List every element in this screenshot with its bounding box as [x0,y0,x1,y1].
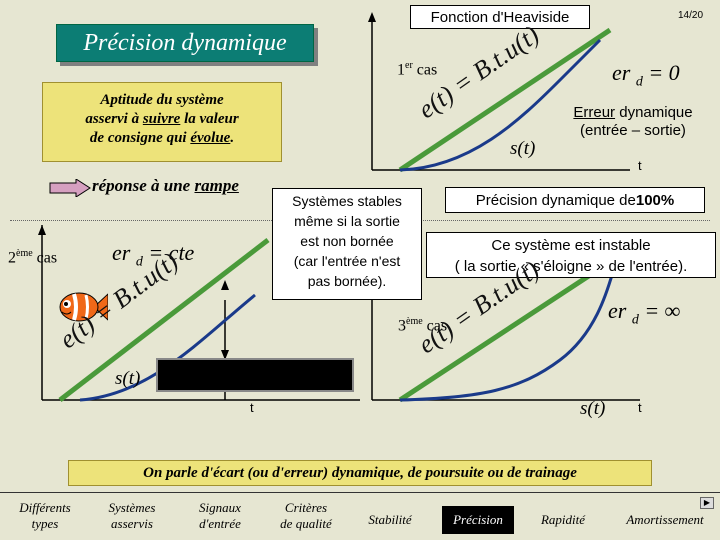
reponse-rampe: réponse à une rampe [92,176,239,195]
stables-box: Systèmes stables même si la sortie est n… [272,188,422,300]
heaviside-header: Fonction d'Heaviside [410,5,590,29]
precision-100-box: Précision dynamique de 100% [445,187,705,213]
bottom-banner: On parle d'écart (ou d'erreur) dynamique… [68,460,652,486]
clownfish-icon [59,292,108,322]
aptitude-box: Aptitude du système asservi à suivre la … [42,82,282,162]
case2-error: er d = cte [112,240,195,270]
case1-label: 1er cas [397,60,438,79]
heaviside-label: Fonction d'Heaviside [430,8,570,26]
nav-systemes-asservis[interactable]: Systèmes asservis [108,500,156,531]
case2-output-label: s(t) [115,368,141,389]
nav-differents-types[interactable]: Différents types [19,500,71,531]
nav-rapidite[interactable]: Rapidité [540,512,586,527]
aptitude-line1: Aptitude du système [100,92,224,108]
case3-error: er d = ∞ [608,298,681,328]
nav-separator [0,492,720,493]
nav-amortissement[interactable]: Amortissement [626,512,704,527]
case3-label: 3ème cas [398,316,448,335]
case2-blackout [156,358,354,392]
page-title-badge: Précision dynamique [56,24,314,62]
case1-output-label: s(t) [510,138,536,159]
page-title: Précision dynamique [83,29,287,56]
nav-signaux-entree[interactable]: Signaux d'entrée [199,500,241,531]
case1-axes [368,12,630,171]
case2-t-axis-label: t [250,400,254,415]
nav-criteres-qualite[interactable]: Critères de qualité [280,500,332,531]
nav-precision-active[interactable]: Précision [442,506,514,534]
instable-box: Ce système est instable ( la sortie « s'… [426,232,716,278]
case3-output-label: s(t) [580,398,606,419]
aptitude-line2: asservi à suivre la valeur [85,111,239,127]
case3-t-axis-label: t [638,400,642,415]
case1-erreur-desc: Erreur dynamique (entrée – sortie) [573,104,693,139]
nav-stabilite[interactable]: Stabilité [368,512,412,527]
case1-error: er d = 0 [612,60,680,90]
nav-next-icon[interactable]: ▶ [700,497,714,509]
case2-label: 2ème cas [8,248,58,267]
page-number: 14/20 [678,10,704,21]
aptitude-line3: de consigne qui évolue. [89,130,235,146]
case1-t-axis-label: t [638,158,642,173]
